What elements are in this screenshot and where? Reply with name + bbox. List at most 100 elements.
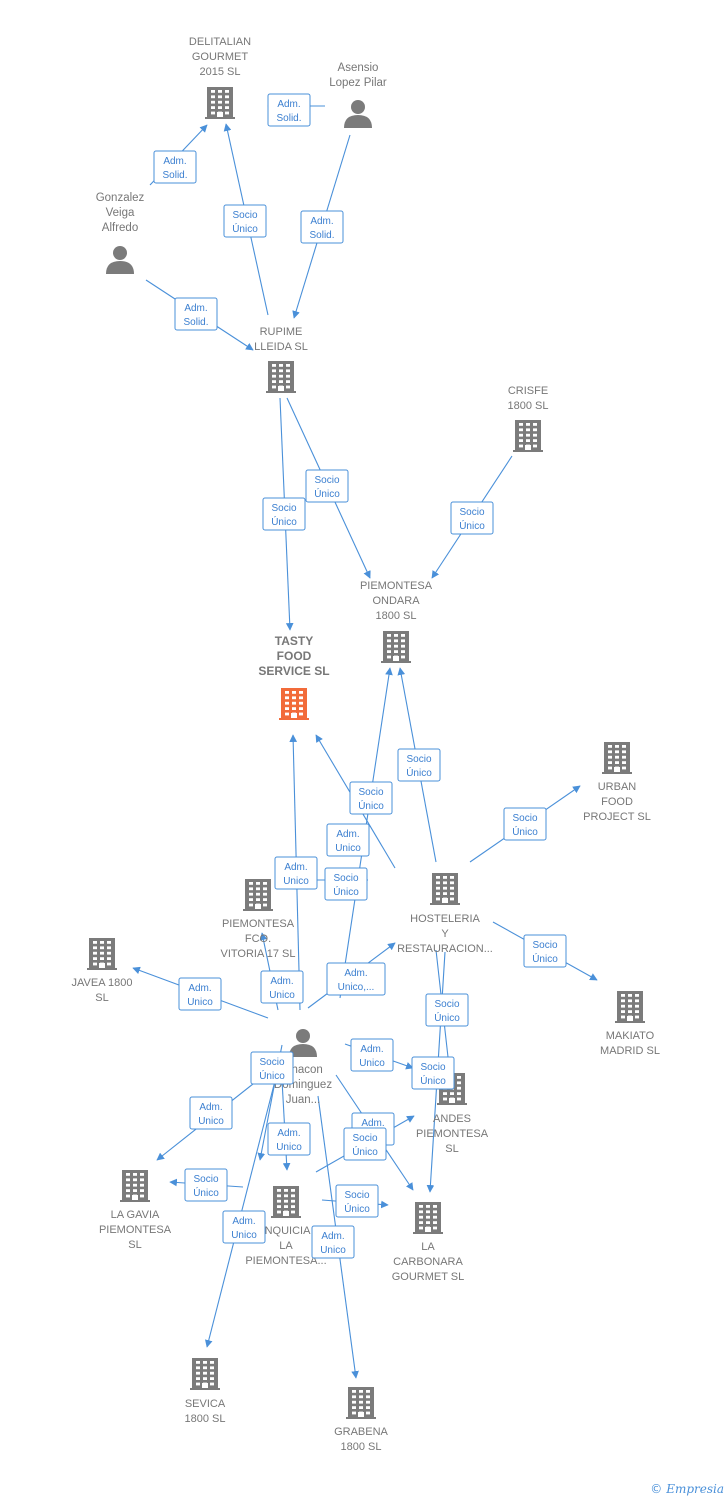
edge-label-text: Adm.	[344, 968, 367, 979]
node-label-line: 2015 SL	[200, 66, 241, 78]
building-icon	[266, 361, 296, 393]
edge-label-background	[324, 867, 368, 901]
edge-label-background	[305, 469, 349, 503]
edge-label-text: Socio	[314, 475, 339, 486]
brand-watermark: ©Empresia	[650, 1482, 724, 1496]
edge-label-box[interactable]: Adm.Unico	[326, 823, 370, 857]
edge-label-background	[222, 1210, 266, 1244]
edge-label-box[interactable]: Adm.Unico	[189, 1096, 233, 1130]
node-label-line: GOURMET	[192, 51, 249, 63]
edge-label-text: Adm.	[277, 1128, 300, 1139]
edge-label-box[interactable]: Adm.Solid.	[300, 210, 344, 244]
edge-label-box[interactable]: Adm.Unico	[260, 970, 304, 1004]
edge-label-background	[523, 934, 567, 968]
edge-label-text: Unico	[283, 876, 309, 887]
node-label-line: GOURMET SL	[392, 1271, 465, 1283]
edge-label-background	[267, 1122, 311, 1156]
node-label-line: MAKIATO	[606, 1030, 655, 1042]
edge-label-text: Solid.	[276, 113, 301, 124]
node-label-line: RUPIME	[260, 326, 303, 338]
edge-label-text: Adm.	[284, 862, 307, 873]
node-label-line: SEVICA	[185, 1398, 226, 1410]
edge-label-text: Adm.	[277, 99, 300, 110]
node-label-line: CRISFE	[508, 385, 548, 397]
node-rupime[interactable]: RUPIME LLEIDA SL	[254, 326, 308, 393]
edge-label-box[interactable]: Adm. Solid.	[267, 93, 311, 127]
node-label-line: PIEMONTESA...	[245, 1255, 326, 1267]
edge-label-box[interactable]: Adm.Solid.	[174, 297, 218, 331]
node-label-line: HOSTELERIA	[410, 913, 480, 925]
edge-label-text: Adm.	[188, 983, 211, 994]
edge-label-background	[174, 297, 218, 331]
node-crisfe[interactable]: CRISFE 1800 SL	[508, 385, 549, 452]
edge-label-box[interactable]: Adm.Solid.	[153, 150, 197, 184]
edge-label-text: Único	[434, 1011, 460, 1024]
node-label-line: LLEIDA SL	[254, 341, 308, 353]
edge-label-text: Único	[314, 487, 340, 500]
edge-label-box[interactable]: Adm.Unico	[178, 977, 222, 1011]
node-label-line: URBAN	[598, 781, 637, 793]
edge-label-text: Solid.	[183, 317, 208, 328]
edge-label-background	[311, 1225, 355, 1259]
node-label-line: 1800 SL	[508, 400, 549, 412]
edge-label-background	[397, 748, 441, 782]
edge-label-box[interactable]: Adm.Unico	[222, 1210, 266, 1244]
edge-label-text: Único	[271, 515, 297, 528]
edge-label-background	[274, 856, 318, 890]
node-hosteleria[interactable]: HOSTELERIAYRESTAURACION...	[397, 873, 493, 955]
edge-label-text: Único	[259, 1069, 285, 1082]
edge-label-background	[343, 1127, 387, 1161]
edge-label-text: Socio	[532, 940, 557, 951]
edge-label-box[interactable]: Adm.Unico	[267, 1122, 311, 1156]
edge-label-box[interactable]: Adm. Unico	[274, 856, 318, 890]
edge-label-text: Unico	[231, 1230, 257, 1241]
edge-label-box[interactable]: Adm.Unico,...	[326, 962, 386, 996]
edge-label-background	[450, 501, 494, 535]
node-inquicia[interactable]: INQUICIALAPIEMONTESA...	[245, 1186, 327, 1267]
edge-label-background	[326, 962, 386, 996]
node-label-line: PIEMONTESA	[222, 918, 295, 930]
edge-label-text: Adm.	[163, 156, 186, 167]
edge-label-text: Único	[232, 222, 258, 235]
edge-label-text: Adm.	[360, 1044, 383, 1055]
building-icon	[381, 631, 411, 663]
building-icon	[413, 1202, 443, 1234]
edge-label-box[interactable]: Adm.Unico	[350, 1038, 394, 1072]
node-label-line: SERVICE SL	[258, 664, 329, 678]
node-label-line: SL	[128, 1239, 141, 1251]
building-icon	[346, 1387, 376, 1419]
node-label-line: Alfredo	[102, 222, 138, 234]
edge-label-text: Socio	[358, 787, 383, 798]
node-label-line: ONDARA	[372, 595, 420, 607]
edge-label-box[interactable]: Adm.Unico	[311, 1225, 355, 1259]
